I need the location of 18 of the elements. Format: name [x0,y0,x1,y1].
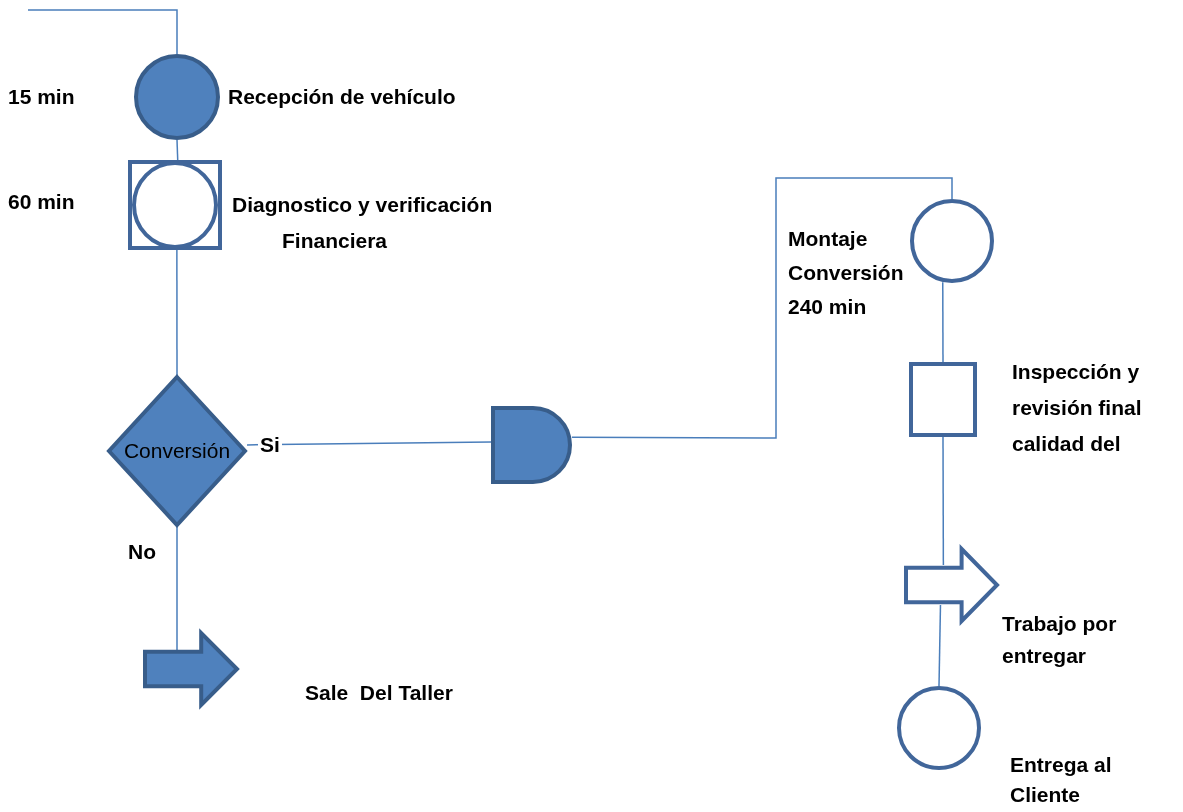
decision-diamond [107,375,247,527]
connector-line [942,281,944,363]
step-label: Inspección y revisión final calidad del [1012,359,1143,457]
connector-line [938,604,942,687]
step-label: Entrega al Cliente [1010,752,1113,808]
step-label: Sale Del Taller [305,680,454,706]
step-label: 60 min [8,189,76,215]
connector-line [571,177,953,439]
step-label: 15 min [8,84,76,110]
step-label: Diagnostico y verificación Financiera [232,192,494,254]
step-label: Recepción de vehículo [228,84,457,110]
decision-label: Conversión [123,439,231,463]
step-label: Trabajo por entregar [1002,611,1118,669]
delay-symbol [491,406,572,484]
connector-line [27,9,178,55]
step-label: Montaje Conversión 240 min [788,226,905,320]
connector-line [246,441,492,446]
connector-line [942,436,945,566]
